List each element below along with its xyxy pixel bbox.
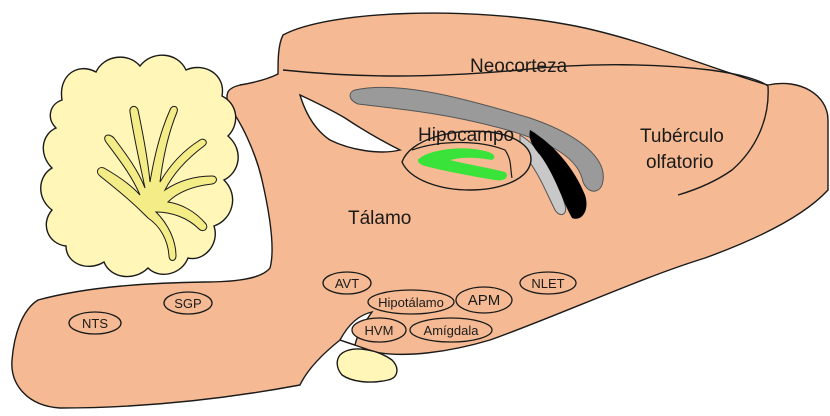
nucleus-nlet-label: NLET	[531, 276, 564, 291]
nucleus-nlet: NLET	[520, 272, 576, 294]
nucleus-sgp: SGP	[164, 292, 212, 314]
nucleus-hypothalamus-label: Hipotálamo	[378, 295, 444, 310]
nucleus-apm: APM	[456, 287, 512, 313]
nucleus-sgp-label: SGP	[174, 296, 201, 311]
nucleus-hypothalamus: Hipotálamo	[368, 290, 454, 314]
nucleus-hvm: HVM	[352, 318, 406, 342]
label-hippocampus: Hipocampo	[418, 125, 514, 146]
cerebellum	[41, 55, 238, 276]
nucleus-amygdala-label: Amígdala	[424, 323, 480, 338]
nucleus-avt: AVT	[323, 272, 371, 294]
label-olfactory-line1: Tubérculo	[640, 126, 724, 147]
nucleus-nts: NTS	[69, 312, 121, 334]
nucleus-nts-label: NTS	[82, 316, 108, 331]
label-olfactory-line2: olfatorio	[646, 152, 714, 173]
label-thalamus: Tálamo	[348, 208, 411, 229]
label-neocortex: Neocorteza	[470, 56, 568, 77]
nucleus-apm-label: APM	[468, 292, 501, 309]
nucleus-amygdala: Amígdala	[410, 318, 492, 342]
nucleus-hvm-label: HVM	[365, 323, 394, 338]
nucleus-avt-label: AVT	[335, 276, 359, 291]
